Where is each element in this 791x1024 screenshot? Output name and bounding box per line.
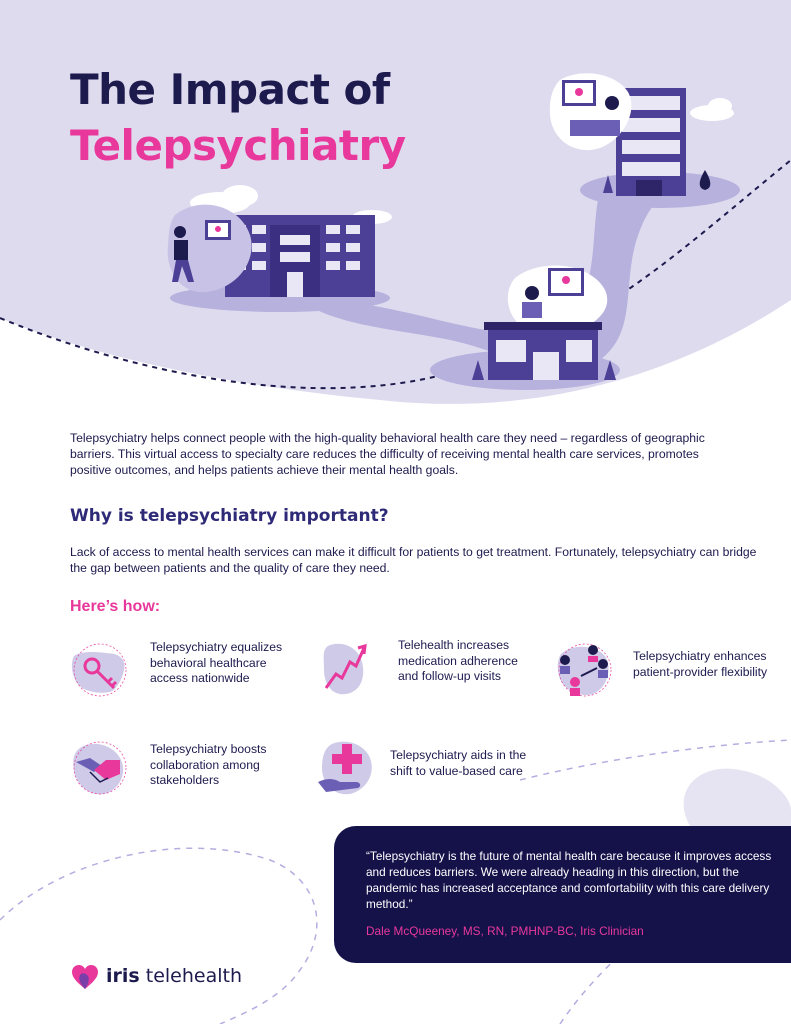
- quote-text: “Telepsychiatry is the future of mental …: [366, 849, 772, 911]
- dashed-curve-bottom: [0, 847, 318, 1024]
- quote-box: “Telepsychiatry is the future of mental …: [334, 826, 791, 963]
- hand-medical-cross-icon: [318, 741, 372, 795]
- brand-name: iris telehealth: [106, 965, 243, 987]
- feature-text: Telepsychiatry equalizes behavioral heal…: [150, 640, 283, 685]
- connected-people-icon: [557, 643, 612, 697]
- heres-how-heading: Here’s how:: [70, 598, 161, 615]
- quote-author: Dale McQueeney, MS, RN, PMHNP-BC, Iris C…: [366, 924, 644, 938]
- why-heading: Why is telepsychiatry important?: [70, 506, 389, 526]
- handshake-icon: [73, 741, 127, 795]
- corner-blob: [683, 768, 791, 826]
- apartment-building: [616, 88, 686, 196]
- clinic-building: [484, 322, 602, 380]
- feature-text: Telepsychiatry enhances patient-provider…: [633, 649, 768, 679]
- title-line-2: Telepsychiatry: [70, 121, 406, 170]
- map-key-icon: [71, 643, 127, 697]
- feature-text: Telehealth increases medication adherenc…: [398, 638, 518, 683]
- rising-arrow-icon: [323, 643, 367, 695]
- hospital-building: [225, 215, 375, 297]
- why-paragraph: Lack of access to mental health services…: [70, 545, 757, 575]
- feature-text: Telepsychiatry aids in the shift to valu…: [390, 748, 527, 778]
- title-line-1: The Impact of: [70, 65, 390, 114]
- feature-text: Telepsychiatry boosts collaboration amon…: [150, 742, 267, 787]
- page-title: The Impact of Telepsychiatry: [70, 62, 406, 174]
- intro-paragraph: Telepsychiatry helps connect people with…: [70, 431, 705, 477]
- heart-logo-icon: [72, 965, 98, 989]
- dashed-curve-right-top: [519, 739, 791, 781]
